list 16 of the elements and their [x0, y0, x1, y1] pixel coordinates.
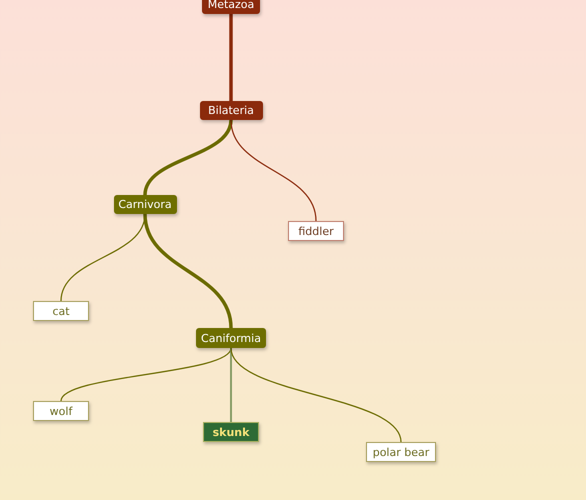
branch-line: [143, 120, 233, 196]
leaf-node: polar bear: [366, 442, 436, 462]
leaf-node: cat: [33, 301, 89, 321]
branch-line: [60, 348, 232, 402]
leaf-node: wolf: [33, 401, 89, 421]
taxon-node: skunk: [203, 422, 259, 442]
taxon-node: Bilateria: [200, 101, 262, 120]
taxon-node: Metazoa: [202, 0, 260, 14]
taxon-node: Carnivora: [114, 195, 176, 214]
branch-line: [230, 348, 232, 422]
branch-line: [143, 214, 233, 328]
branch-line: [229, 14, 233, 101]
branch-line: [230, 120, 317, 222]
branch-line: [230, 348, 402, 442]
leaf-node: fiddler: [288, 221, 344, 241]
taxon-node: Caniformia: [196, 328, 266, 348]
